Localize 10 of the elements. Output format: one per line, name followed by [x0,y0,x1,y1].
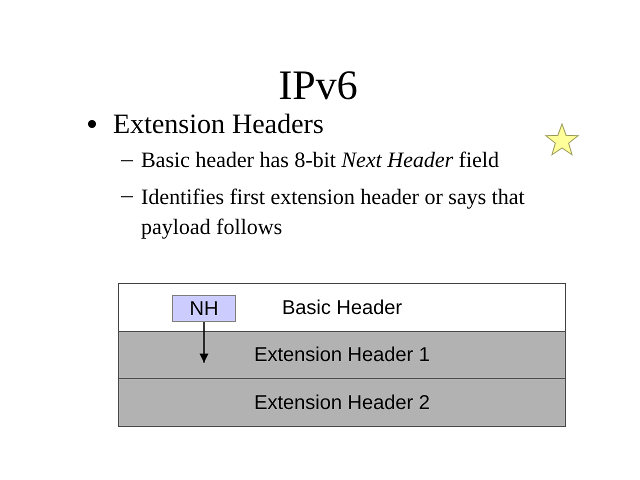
sub-bullet-text: Identifies first extension header or says that payload follows [141,183,526,241]
extension-header-band: Extension Header 1 [118,331,566,379]
arrow [200,322,208,363]
basic-header-band [118,283,566,332]
extension-header-band: Extension Header 2 [118,378,566,427]
bullet-text: Extension Headers [113,111,324,139]
nh-field-box: NH [172,295,236,322]
sub-bullet-text: Basic header has 8-bit Next Header field [141,146,499,174]
slide-title: IPv6 [277,65,359,107]
band-label: Basic Header [282,298,402,318]
